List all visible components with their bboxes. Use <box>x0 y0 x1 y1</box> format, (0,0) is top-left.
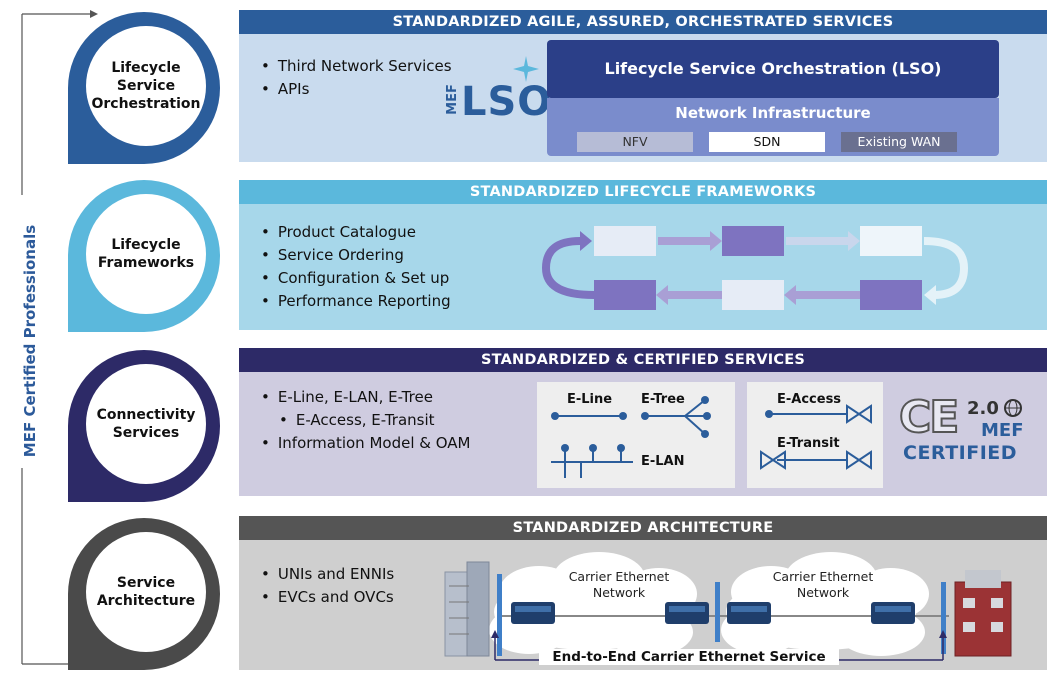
row4-panel: STANDARDIZED ARCHITECTURE UNIs and ENNIs… <box>239 516 1047 670</box>
row2-bullets: Product Catalogue Service Ordering Confi… <box>261 221 451 313</box>
infra-nfv: NFV <box>577 132 693 152</box>
lso-label: Lifecycle Service Orchestration (LSO) <box>604 59 942 78</box>
stage-label-line: Frameworks <box>97 255 195 271</box>
bullet: E-Access, E-Transit <box>261 409 470 432</box>
lifecycle-box <box>594 280 656 310</box>
infra-sdn: SDN <box>709 132 825 152</box>
lifecycle-box <box>722 280 784 310</box>
bullet: EVCs and OVCs <box>261 586 394 609</box>
lifecycle-box <box>860 280 922 310</box>
stage-circle <box>68 518 220 670</box>
globe-icon <box>1004 399 1022 417</box>
bullet: Product Catalogue <box>261 221 451 244</box>
cloud-left-label: Carrier Ethernet Network <box>559 569 679 601</box>
switch-icon <box>511 602 555 624</box>
ce-version: 2.0 <box>967 398 999 419</box>
logo-mef-text: MEF <box>444 84 460 115</box>
lifecycle-box <box>860 226 922 256</box>
bullet: Service Ordering <box>261 244 451 267</box>
side-label: MEF Certified Professionals <box>21 224 39 458</box>
service-diagram <box>551 396 711 478</box>
switch-icon <box>665 602 709 624</box>
logo-lso-text: LSO <box>461 79 553 125</box>
enni-center <box>715 582 720 642</box>
e2e-label: End-to-End Carrier Ethernet Service <box>539 649 839 665</box>
infra-box: Network Infrastructure NFV SDN Existing … <box>547 98 999 156</box>
label-etransit: E-Transit <box>777 436 840 451</box>
row2-title: STANDARDIZED LIFECYCLE FRAMEWORKS <box>239 180 1047 204</box>
row3-bullets: E-Line, E-LAN, E-Tree E-Access, E-Transi… <box>261 386 471 455</box>
stage-label-line: Architecture <box>96 593 196 609</box>
cloud-line: Carrier Ethernet <box>772 569 874 584</box>
row4-bullets: UNIs and ENNIs EVCs and OVCs <box>261 563 394 609</box>
row3-title: STANDARDIZED & CERTIFIED SERVICES <box>239 348 1047 372</box>
cert-mef: MEF <box>981 420 1024 441</box>
label-eaccess: E-Access <box>777 392 842 407</box>
row3-panel: STANDARDIZED & CERTIFIED SERVICES E-Line… <box>239 348 1047 496</box>
bullet: Configuration & Set up <box>261 267 451 290</box>
stage-label-line: Connectivity <box>96 407 196 423</box>
stage-circle <box>68 350 220 502</box>
bullet: Performance Reporting <box>261 290 451 313</box>
bullet: UNIs and ENNIs <box>261 563 394 586</box>
stage-label-line: Orchestration <box>91 96 201 112</box>
switch-icon <box>727 602 771 624</box>
stage-label-line: Services <box>112 425 180 441</box>
building-left-icon <box>444 561 490 657</box>
ce-text: CE <box>898 391 960 444</box>
cloud-right-label: Carrier Ethernet Network <box>763 569 883 601</box>
bullet: APIs <box>261 78 452 101</box>
bullet: Information Model & OAM <box>261 432 471 455</box>
switch-icon <box>871 602 915 624</box>
ovc-diagram <box>760 404 872 470</box>
cert-certified: CERTIFIED <box>903 442 1018 464</box>
stage-label-line: Lifecycle <box>111 60 181 76</box>
lifecycle-loop-diagram <box>541 226 969 310</box>
bullet: E-Line, E-LAN, E-Tree <box>261 386 470 409</box>
infra-existing-wan: Existing WAN <box>841 132 957 152</box>
star-icon <box>513 56 539 82</box>
architecture-diagram <box>444 552 1012 661</box>
uni-left <box>497 574 502 656</box>
row1-title: STANDARDIZED AGILE, ASSURED, ORCHESTRATE… <box>239 10 1047 34</box>
label-elan: E-LAN <box>641 454 685 469</box>
row4-title: STANDARDIZED ARCHITECTURE <box>239 516 1047 540</box>
uni-right <box>941 582 946 654</box>
lifecycle-box <box>594 226 656 256</box>
ce-certified-logo: CE 2.0 MEF CERTIFIED <box>898 391 1029 478</box>
label-etree: E-Tree <box>641 392 685 407</box>
stage-label-line: Service <box>116 78 176 94</box>
lifecycle-box <box>722 226 784 256</box>
bullet: Third Network Services <box>261 55 452 78</box>
row1-panel: STANDARDIZED AGILE, ASSURED, ORCHESTRATE… <box>239 10 1047 162</box>
infra-label: Network Infrastructure <box>675 104 871 122</box>
stage-label-line: Lifecycle <box>111 237 181 253</box>
row1-bullets: Third Network Services APIs <box>261 55 452 101</box>
cloud-line: Network <box>796 585 850 600</box>
cloud-line: Network <box>592 585 646 600</box>
row2-panel: STANDARDIZED LIFECYCLE FRAMEWORKS Produc… <box>239 180 1047 330</box>
lso-box: Lifecycle Service Orchestration (LSO) <box>547 40 999 98</box>
label-eline: E-Line <box>567 392 613 407</box>
stage-label-line: Service <box>116 575 176 591</box>
lso-logo: MEF LSO <box>444 56 551 126</box>
stage-circle <box>68 180 220 332</box>
stage-circle <box>68 12 220 164</box>
service-box-evc: E-Line E-Tree E-LAN <box>537 382 735 488</box>
building-right-icon <box>954 570 1012 657</box>
cloud-line: Carrier Ethernet <box>568 569 670 584</box>
service-box-ovc: E-Access E-Transit <box>747 382 883 488</box>
